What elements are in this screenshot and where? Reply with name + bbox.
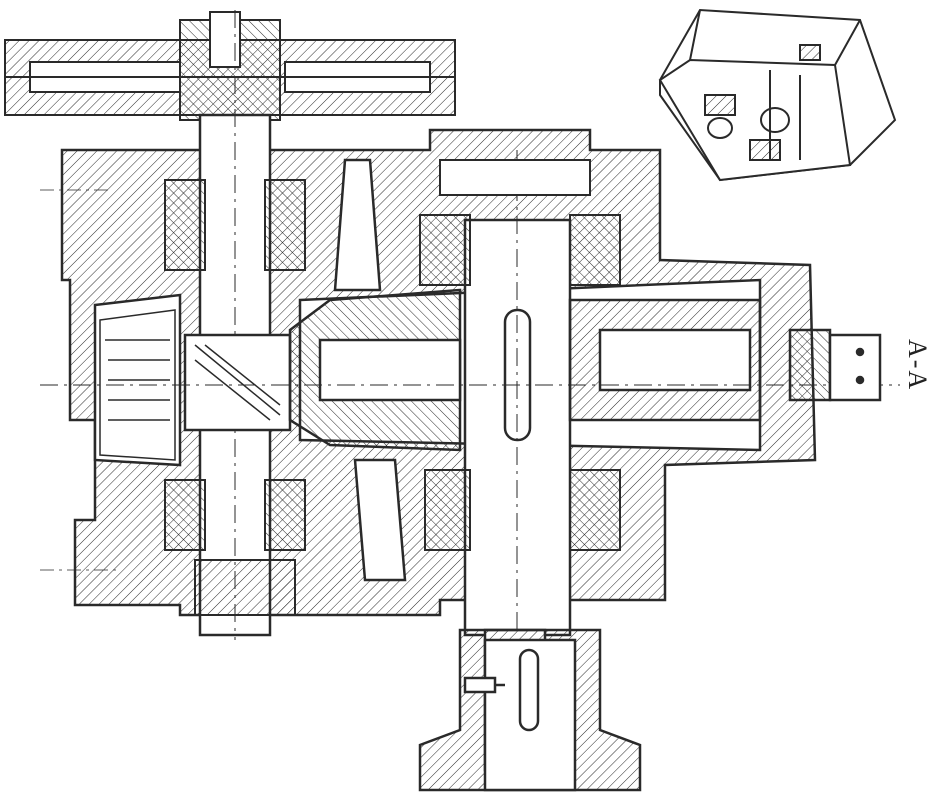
left-bearings [164, 179, 306, 616]
section-label: A-A [903, 338, 929, 392]
oil-chamber [99, 309, 176, 461]
center-bearings [419, 159, 621, 551]
bottom-flange [418, 628, 642, 792]
center-lines [40, 189, 120, 571]
input-shaft [183, 10, 292, 640]
worm-wheel [288, 158, 462, 582]
isometric-inset [658, 8, 897, 182]
handwheel [4, 11, 456, 121]
right-sleeve [40, 298, 900, 422]
